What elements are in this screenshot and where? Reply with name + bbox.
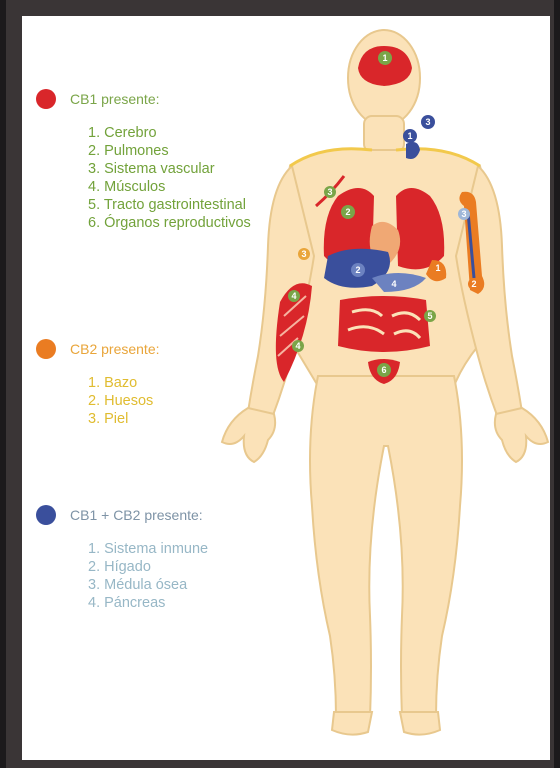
marker-brain: 1 [378,51,392,65]
svg-text:3: 3 [327,187,332,197]
svg-text:2: 2 [355,265,360,275]
legend-cb1-title: CB1 presente: [70,91,160,107]
legend-item: 1. Sistema inmune [88,540,208,558]
diagram-panel: 1 2 3 4 4 [22,16,550,760]
orange-dot-icon [36,339,56,359]
svg-text:5: 5 [427,311,432,321]
svg-text:4: 4 [295,341,300,351]
marker-bone: 2 [468,278,480,290]
legend-cb1-cb2: CB1 + CB2 presente: 1. Sistema inmune 2.… [36,504,208,612]
legend-cb2-header: CB2 presente: [36,338,160,360]
marker-repro: 6 [377,363,391,377]
legend-cb1-list: 1. Cerebro 2. Pulmones 3. Sistema vascul… [88,124,251,232]
legend-cb2: CB2 presente: 1. Bazo 2. Huesos 3. Piel [36,338,160,428]
legend-cb1: CB1 presente: 1. Cerebro 2. Pulmones 3. … [36,88,251,232]
intestines [338,296,430,352]
svg-text:2: 2 [345,207,350,217]
blue-dot-icon [36,505,56,525]
marker-pancreas: 4 [388,278,400,290]
svg-text:3: 3 [461,209,466,219]
svg-text:1: 1 [435,263,440,273]
marker-lung: 2 [341,205,355,219]
marker-gut: 5 [424,310,436,322]
svg-text:3: 3 [301,249,306,259]
svg-text:4: 4 [291,291,296,301]
legend-cb2-title: CB2 presente: [70,341,160,357]
marker-vascular: 3 [324,186,336,198]
marker-liver: 2 [351,263,365,277]
legend-item: 4. Músculos [88,178,251,196]
legend-item: 3. Piel [88,410,160,428]
legend-cb2-list: 1. Bazo 2. Huesos 3. Piel [88,374,160,428]
svg-text:1: 1 [382,53,387,63]
legend-cb1-cb2-header: CB1 + CB2 presente: [36,504,208,526]
legend-item: 6. Órganos reproductivos [88,214,251,232]
marker-muscle-upper: 4 [288,290,300,302]
legend-item: 1. Bazo [88,374,160,392]
legend-item: 2. Huesos [88,392,160,410]
legend-item: 4. Páncreas [88,594,208,612]
marker-skin: 3 [298,248,310,260]
legend-item: 2. Pulmones [88,142,251,160]
marker-muscle-lower: 4 [292,340,304,352]
legend-cb1-cb2-title: CB1 + CB2 presente: [70,507,203,523]
marker-extra-blue: 3 [421,115,435,129]
marker-marrow: 3 [458,208,470,220]
svg-text:2: 2 [471,279,476,289]
red-dot-icon [36,89,56,109]
outer-frame: 1 2 3 4 4 [6,0,554,768]
legend-cb1-cb2-list: 1. Sistema inmune 2. Hígado 3. Médula ós… [88,540,208,612]
svg-text:6: 6 [381,365,386,375]
legend-item: 3. Sistema vascular [88,160,251,178]
marker-spleen: 1 [432,262,444,274]
svg-text:3: 3 [425,117,430,127]
svg-text:1: 1 [407,131,412,141]
svg-text:4: 4 [391,279,396,289]
legend-item: 5. Tracto gastrointestinal [88,196,251,214]
legend-item: 3. Médula ósea [88,576,208,594]
legend-item: 2. Hígado [88,558,208,576]
legend-cb1-header: CB1 presente: [36,88,251,110]
legend-item: 1. Cerebro [88,124,251,142]
marker-immune: 1 [403,129,417,143]
